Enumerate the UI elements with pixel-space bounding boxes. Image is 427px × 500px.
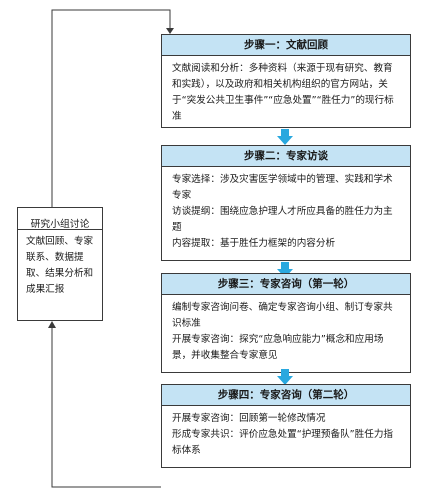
step-two-title: 步骤二：专家访谈 bbox=[162, 146, 410, 167]
step-one-line-1: 文献阅读和分析：多种资料（来源于现有研究、教育和实践），以及政府和相关机构组织的… bbox=[172, 63, 394, 122]
step-one-title: 步骤一：文献回顾 bbox=[162, 35, 410, 56]
step-four-line-2: 形成专家共识：评价应急处置“护理预备队”胜任力指标体系 bbox=[172, 429, 394, 456]
research-group-text: 文献回顾、专家联系、数据提取、结果分析和成果汇报 bbox=[26, 236, 94, 295]
step-four-line-1: 开展专家咨询：回顾第一轮修改情况 bbox=[172, 413, 326, 424]
step-four-title: 步骤四：专家咨询（第二轮） bbox=[162, 385, 410, 406]
step-four-box: 步骤四：专家咨询（第二轮） 开展专家咨询：回顾第一轮修改情况 形成专家共识：评价… bbox=[161, 384, 411, 468]
step-three-line-2: 开展专家咨询：探究“应急响应能力”概念和应用场景，并收集整合专家意见 bbox=[172, 334, 384, 361]
step-two-box: 步骤二：专家访谈 专家选择：涉及灾害医学领域中的管理、实践和学术专家 访谈提纲：… bbox=[161, 145, 411, 261]
step-three-title: 步骤三：专家咨询（第一轮） bbox=[162, 274, 410, 295]
loop-top-arrowhead bbox=[166, 28, 174, 34]
step-two-line-1: 专家选择：涉及灾害医学领域中的管理、实践和学术专家 bbox=[172, 174, 393, 201]
research-group-title: 研究小组讨论 bbox=[18, 208, 102, 230]
step-two-line-3: 内容提取：基于胜任力框架的内容分析 bbox=[172, 238, 336, 249]
loop-bottom-arrowhead bbox=[48, 321, 56, 328]
step-two-line-2: 访谈提纲：围绕应急护理人才所应具备的胜任力为主题 bbox=[172, 206, 393, 233]
step-three-box: 步骤三：专家咨询（第一轮） 编制专家咨询问卷、确定专家咨询小组、制订专家共识标准… bbox=[161, 273, 411, 373]
step-three-line-1: 编制专家咨询问卷、确定专家咨询小组、制订专家共识标准 bbox=[172, 302, 393, 329]
down-arrow-icon bbox=[277, 129, 293, 145]
down-arrow-icon bbox=[277, 369, 293, 385]
loop-bottom-connector bbox=[51, 326, 161, 488]
research-group-box: 研究小组讨论 文献回顾、专家联系、数据提取、结果分析和成果汇报 bbox=[17, 207, 103, 321]
step-one-box: 步骤一：文献回顾 文献阅读和分析：多种资料（来源于现有研究、教育和实践），以及政… bbox=[161, 34, 411, 128]
loop-top-connector bbox=[51, 9, 171, 207]
down-arrow-icon bbox=[277, 262, 293, 278]
